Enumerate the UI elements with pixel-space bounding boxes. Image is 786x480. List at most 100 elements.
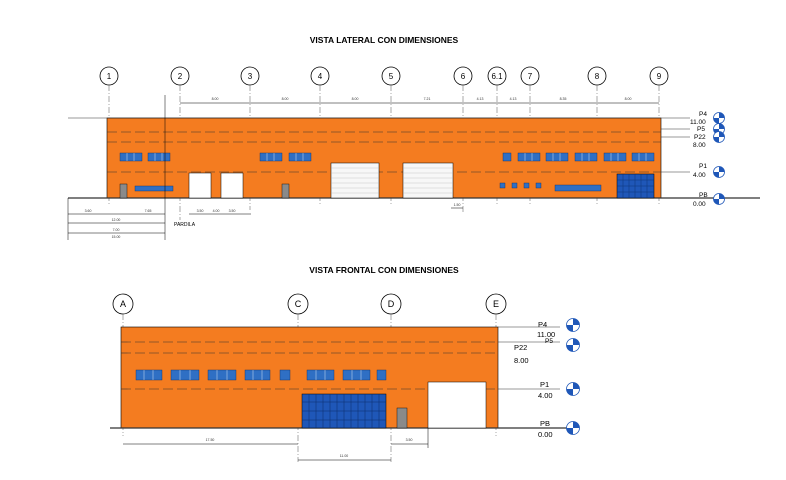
- window: [517, 152, 541, 162]
- top-dim-2: 8.00: [282, 97, 289, 101]
- front-level-value-p1: 4.00: [538, 391, 553, 400]
- window: [279, 369, 291, 381]
- front-blue-grid-door: [301, 393, 387, 429]
- front-level-value-p4: 11.00: [537, 330, 555, 339]
- window: [499, 182, 506, 189]
- level-symbol-icon: [566, 318, 580, 332]
- front-bottom-dim-1: 17.50: [206, 438, 215, 442]
- level-symbol-icon: [713, 131, 725, 143]
- level-symbol-icon: [713, 112, 725, 124]
- side-annotation: PARDILA: [174, 222, 196, 228]
- side-level-symbols: [713, 112, 725, 205]
- side-windows-lower: [134, 182, 602, 192]
- front-window-mullions: [143, 370, 362, 380]
- side-view-title: VISTA LATERAL CON DIMENSIONES: [310, 35, 459, 45]
- window: [574, 152, 598, 162]
- front-level-name-pb: PB: [540, 419, 550, 428]
- window: [631, 152, 655, 162]
- level-symbol-icon: [713, 193, 725, 205]
- top-dim-6: 4.13: [510, 97, 517, 101]
- door-dim-1: 3.50: [197, 209, 204, 213]
- window: [502, 152, 512, 162]
- grid-label-e: E: [493, 299, 499, 309]
- door-dim-2: 4.00: [213, 209, 220, 213]
- front-level-value-pb: 0.00: [538, 430, 553, 439]
- grid-label-2: 2: [178, 72, 183, 81]
- window: [134, 185, 174, 192]
- front-bottom-dim-2: 11.00: [340, 454, 349, 458]
- level-symbol-icon: [566, 338, 580, 352]
- side-level-name-p1: P1: [699, 163, 707, 170]
- loading-door-1: [188, 172, 212, 199]
- side-level-name-p22: P22: [694, 134, 706, 141]
- grid-label-7: 7: [528, 72, 533, 81]
- front-level-markers: P4 11.00 P5 P22 8.00 P1 4.00 PB 0.00: [514, 320, 555, 439]
- side-level-value-p22: 8.00: [693, 142, 706, 149]
- window: [376, 369, 387, 381]
- grid-label-9: 9: [657, 72, 662, 81]
- top-dim-7: 8.35: [560, 97, 567, 101]
- loading-door-2: [220, 172, 244, 199]
- grid-label-8: 8: [595, 72, 600, 81]
- top-dim-4: 7.21: [424, 97, 431, 101]
- side-top-dimensions: 8.00 8.00 8.00 7.21 4.13 4.13 8.35 8.00: [180, 97, 659, 104]
- window: [207, 369, 237, 381]
- grid-label-1: 1: [107, 72, 112, 81]
- window: [135, 369, 163, 381]
- side-bottom-dimensions: [67, 95, 463, 240]
- rollup-door-2: [402, 162, 454, 199]
- level-symbol-icon: [713, 123, 725, 135]
- front-level-value-p22: 8.00: [514, 356, 529, 365]
- grid-label-a: A: [120, 299, 126, 309]
- front-view-title: VISTA FRONTAL CON DIMENSIONES: [309, 265, 459, 275]
- side-level-name-p5: P5: [697, 126, 705, 133]
- window: [306, 369, 335, 381]
- level-symbol-icon: [713, 166, 725, 178]
- top-dim-3: 8.00: [352, 97, 359, 101]
- front-grid-bubbles: A C D E: [112, 293, 507, 315]
- front-bottom-dimensions: [123, 428, 429, 461]
- front-level-name-p1: P1: [540, 380, 549, 389]
- bottom-dim-2: 7.65: [145, 209, 152, 213]
- side-level-name-p4: P4: [699, 111, 707, 118]
- window: [535, 182, 542, 189]
- front-bottom-dim-3: 3.50: [406, 438, 413, 442]
- window: [147, 152, 171, 162]
- grid-label-c: C: [295, 299, 302, 309]
- side-level-value-p4: 11.00: [690, 119, 706, 126]
- window: [170, 369, 200, 381]
- window: [288, 152, 312, 162]
- grid-label-d: D: [388, 299, 395, 309]
- window: [554, 184, 602, 192]
- window: [603, 152, 627, 162]
- grid-label-3: 3: [248, 72, 253, 81]
- bottom-dim-4: 7.00: [113, 228, 120, 232]
- side-blue-grid-door: [616, 173, 655, 199]
- front-white-door: [427, 381, 487, 429]
- front-small-door: [396, 407, 408, 429]
- top-dim-8: 8.00: [625, 97, 632, 101]
- window: [244, 369, 271, 381]
- bottom-dim-3: 12.00: [112, 218, 121, 222]
- side-level-markers: P4 11.00 P5 P22 8.00 P1 4.00 PB 0.00: [690, 111, 708, 208]
- window: [119, 152, 143, 162]
- grid-label-5: 5: [389, 72, 394, 81]
- grid-label-6-1: 6.1: [491, 72, 503, 81]
- side-small-dim: 1.50: [454, 203, 461, 207]
- rollup-door-1: [330, 162, 380, 199]
- front-level-name-p5: P5: [545, 338, 553, 345]
- window: [523, 182, 530, 189]
- front-level-name-p4: P4: [538, 320, 547, 329]
- window: [342, 369, 371, 381]
- side-level-value-pb: 0.00: [693, 201, 706, 208]
- grid-label-6: 6: [461, 72, 466, 81]
- side-windows-upper: [119, 152, 655, 162]
- side-level-name-pb: PB: [699, 192, 708, 199]
- front-level-name-p22: P22: [514, 343, 527, 352]
- window: [259, 152, 283, 162]
- window: [511, 182, 518, 189]
- front-windows: [135, 369, 387, 381]
- front-level-symbols: [566, 318, 580, 435]
- side-level-value-p1: 4.00: [693, 172, 706, 179]
